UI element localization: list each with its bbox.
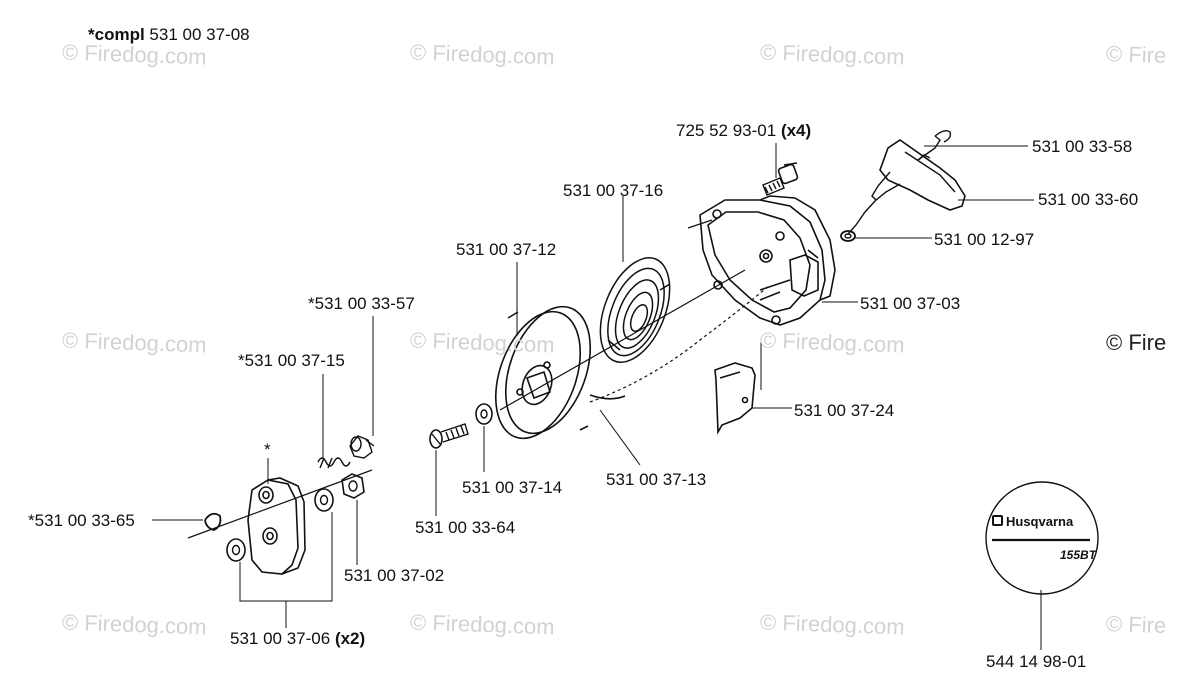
rope-guide [840,230,856,242]
pawl-washer-right [314,488,334,512]
callout-bolt-qty: (x4) [780,121,812,140]
assembly-prefix: *compl [88,25,145,44]
starter-handle [871,129,966,211]
callout-plate: 531 00 37-24 [794,401,895,420]
watermark-4: © Fire [1105,40,1167,69]
assembly-title: *compl 531 00 37-08 [88,25,250,45]
watermark-side: © Fire [1106,330,1167,355]
assembly-part-number: 531 00 37-08 [149,25,250,44]
assembly-axis-housing [687,219,713,229]
pawl-spring [317,457,351,469]
callout-star: * [264,440,271,459]
recoil-spring [599,257,671,363]
retaining-plate [714,362,756,435]
watermark-7: © Firedog.com [759,327,906,358]
callout-decal: 544 14 98-01 [986,652,1087,671]
callout-circlip: *531 00 33-65 [28,511,135,530]
callout-housing: 531 00 37-03 [860,294,961,313]
watermark-2: © Firedog.com [409,39,556,70]
starter-housing [699,195,836,326]
decal [985,481,1099,595]
callout-handle: 531 00 33-60 [1038,190,1139,209]
callout-rope: 531 00 37-13 [606,470,707,489]
callout-bolt-part: 725 52 93-01 [676,121,777,140]
callout-spring-small: *531 00 37-15 [238,351,345,370]
assembly-axis-pulley [499,269,746,411]
leader-lines [152,143,1042,650]
callout-washer-pair-part: 531 00 37-06 [230,629,331,648]
rope-path [589,284,771,403]
callout-washer-pair: 531 00 37-06 (x2) [230,629,365,649]
callout-spring: 531 00 37-16 [563,181,664,200]
watermark-9: © Firedog.com [409,609,556,640]
housing-bolt [762,162,799,196]
callout-nut: 531 00 37-02 [344,566,445,585]
pawl-assembly [247,477,306,575]
pulley-screw [429,423,469,449]
pawl-washer-left [226,538,246,562]
lock-nut [341,473,365,499]
rope-pulley [494,305,626,440]
pawl-pin [349,435,375,459]
pulley-washer [475,403,493,425]
husqvarna-logo-icon [992,515,1003,526]
decal-brand: Husqvarna [1006,514,1074,529]
starter-cord [847,199,877,235]
callout-washer: 531 00 37-14 [462,478,563,497]
assembly-axis-pawl [187,469,373,539]
watermark-5: © Firedog.com [61,327,208,358]
decal-model: 155BT [1060,548,1097,562]
circlip [204,512,222,531]
callout-rope-guide: 531 00 12-97 [934,230,1035,249]
callout-washer-pair-qty: (x2) [334,629,366,648]
watermark-8: © Firedog.com [61,609,208,640]
watermark-10: © Firedog.com [759,609,906,640]
callout-bolt: 725 52 93-01 (x4) [676,121,811,141]
watermark-6: © Firedog.com [409,327,556,358]
callout-screw: 531 00 33-64 [415,518,516,537]
callout-handle-top: 531 00 33-58 [1032,137,1133,156]
callout-pawl-pin: *531 00 33-57 [308,294,415,313]
watermark-3: © Firedog.com [759,39,906,70]
callout-pulley: 531 00 37-12 [456,240,557,259]
watermark-11: © Fire [1105,610,1167,639]
